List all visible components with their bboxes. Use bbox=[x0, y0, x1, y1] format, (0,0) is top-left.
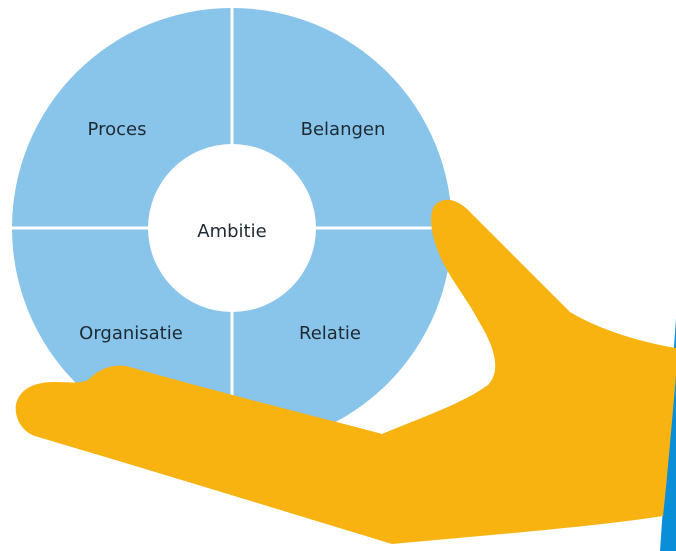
hand-icon bbox=[15, 199, 676, 545]
wheel-center bbox=[148, 144, 316, 312]
segment-label-organisatie: Organisatie bbox=[79, 323, 183, 344]
center-label-ambitie: Ambitie bbox=[197, 221, 266, 242]
segment-label-relatie: Relatie bbox=[299, 323, 361, 344]
segment-label-belangen: Belangen bbox=[301, 119, 386, 140]
segment-label-proces: Proces bbox=[88, 119, 147, 140]
